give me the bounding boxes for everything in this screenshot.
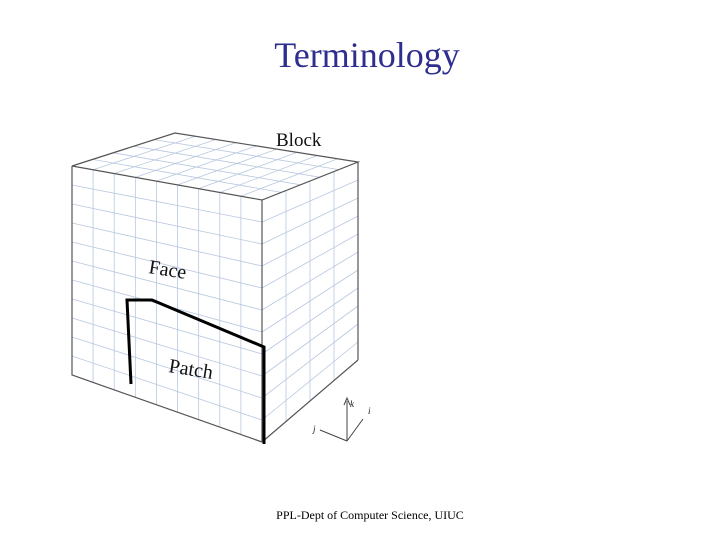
grid-line [71, 336, 263, 399]
grid-line [71, 317, 263, 377]
k-axis-label: k [350, 399, 355, 409]
block-outline [71, 132, 361, 443]
grid-line [261, 215, 359, 267]
grid-line [71, 222, 263, 267]
face-label: Face [147, 256, 188, 284]
grid-line [156, 145, 257, 182]
patch-outline [125, 298, 266, 444]
grid-line [261, 251, 359, 311]
grid-line [261, 233, 359, 289]
front-face-grid [71, 169, 263, 435]
grid-line [71, 355, 263, 421]
j-axis-label: j [312, 424, 316, 434]
grid-line [154, 139, 339, 170]
grid-line [198, 151, 298, 190]
block-front-edges [71, 166, 263, 443]
i-axis [346, 418, 364, 442]
block-bottom-right-edge [261, 359, 359, 443]
top-face-grid [92, 135, 339, 197]
grid-line [135, 142, 237, 178]
grid-line [71, 203, 263, 245]
slide-title: Terminology [274, 35, 460, 75]
grid-line [71, 184, 263, 223]
grid-line [261, 305, 359, 377]
i-axis-label: i [368, 406, 371, 416]
j-axis [319, 429, 348, 442]
grid-line [71, 241, 263, 289]
slide-footer: PPL-Dept of Computer Science, UIUC [276, 508, 464, 522]
grid-line [114, 139, 216, 174]
grid-line [92, 159, 282, 193]
grid-line [113, 152, 301, 186]
grid-line [133, 145, 320, 178]
grid-line [92, 135, 196, 171]
grid-line [240, 158, 338, 197]
grid-line [261, 287, 359, 355]
grid-line [219, 155, 318, 193]
grid-line [71, 298, 263, 355]
grid-line [261, 197, 359, 245]
grid-line [261, 269, 359, 333]
grid-line [71, 260, 263, 311]
side-face-grid [261, 171, 359, 422]
grid-line [177, 148, 277, 186]
axes-indicator [319, 396, 364, 442]
grid-line [261, 341, 359, 421]
grid-line [261, 323, 359, 399]
k-axis-arrow [343, 396, 351, 406]
block-label: Block [276, 130, 322, 151]
grid-line [261, 179, 359, 223]
